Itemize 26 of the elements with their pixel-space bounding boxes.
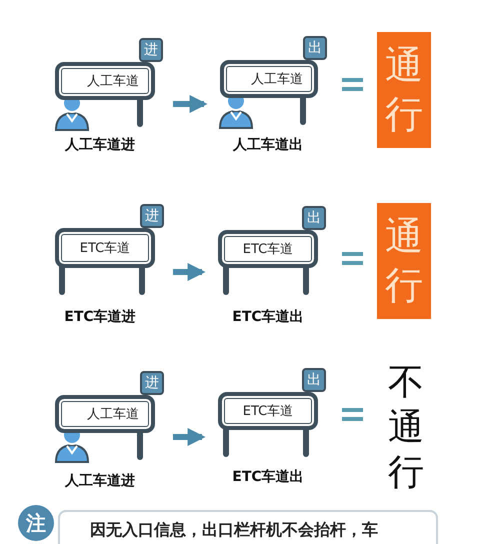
result-box: 通行 <box>377 203 431 319</box>
lane-sign: ETC车道 <box>218 392 318 430</box>
lane-caption: 人工车道出 <box>233 136 303 154</box>
lane-sign: 人工车道 <box>55 62 155 100</box>
lane-tag: 出 <box>303 36 327 60</box>
lane-caption: ETC车道出 <box>232 308 304 326</box>
lane-caption: ETC车道进 <box>64 308 136 326</box>
arrow <box>173 263 206 281</box>
result-text: 不通行 <box>388 361 424 495</box>
lane-tag: 进 <box>139 38 163 62</box>
note-box: 因无入口信息，出口栏杆机不会抬杆，车 <box>58 510 438 544</box>
lane-caption: 人工车道进 <box>65 136 135 154</box>
arrow <box>173 95 208 113</box>
lane-caption: ETC车道出 <box>232 468 304 486</box>
lane-tag: 进 <box>140 204 164 228</box>
lane-sign: 人工车道 <box>220 60 318 98</box>
lane-sign: 人工车道 <box>55 395 155 433</box>
lane-tag: 出 <box>302 206 326 230</box>
note-marker: 注 <box>18 505 54 541</box>
lane-sign: ETC车道 <box>218 230 318 268</box>
lane-tag: 进 <box>140 371 164 395</box>
lane-tag: 出 <box>302 368 326 392</box>
result-box: 通行 <box>377 32 431 148</box>
lane-sign: ETC车道 <box>55 228 155 268</box>
arrow <box>173 428 206 446</box>
lane-caption: 人工车道进 <box>65 472 135 490</box>
